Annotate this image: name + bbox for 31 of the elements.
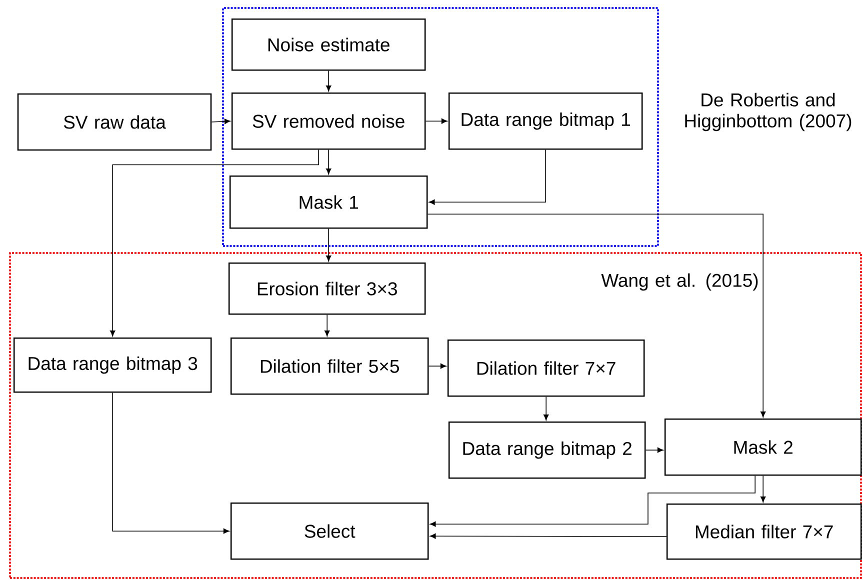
arrow xyxy=(427,214,766,418)
arrow xyxy=(324,314,330,336)
process-box: Select xyxy=(230,502,429,560)
process-box: Mask 1 xyxy=(229,175,428,229)
arrow xyxy=(430,533,667,539)
arrow xyxy=(326,70,332,92)
process-box: SV removed noise xyxy=(231,92,426,150)
process-box: Noise estimate xyxy=(231,18,426,71)
process-box: Median filter 7×7 xyxy=(666,503,862,560)
arrow xyxy=(645,447,664,453)
arrow xyxy=(428,363,446,369)
process-box: Erosion filter 3×3 xyxy=(228,262,426,315)
arrow xyxy=(428,149,546,205)
process-box: SV raw data xyxy=(17,93,212,151)
group-heading: Wang et al. (2015) xyxy=(601,273,758,291)
arrow xyxy=(110,149,319,336)
arrow xyxy=(425,118,448,124)
process-box: Dilation filter 7×7 xyxy=(447,339,645,397)
arrow xyxy=(543,396,549,420)
arrow xyxy=(211,118,230,124)
process-box: Data range bitmap 1 xyxy=(448,92,643,150)
process-box: Mask 2 xyxy=(664,418,862,476)
process-box: Data range bitmap 3 xyxy=(13,337,212,393)
arrow xyxy=(326,149,332,174)
arrow xyxy=(430,475,756,527)
process-box: Dilation filter 5×5 xyxy=(230,337,429,395)
arrow xyxy=(326,228,332,262)
arrow xyxy=(760,475,766,502)
arrow xyxy=(112,392,230,534)
process-box: Data range bitmap 2 xyxy=(448,421,646,479)
group-heading: De Robertis and Higginbottom (2007) xyxy=(685,92,852,132)
